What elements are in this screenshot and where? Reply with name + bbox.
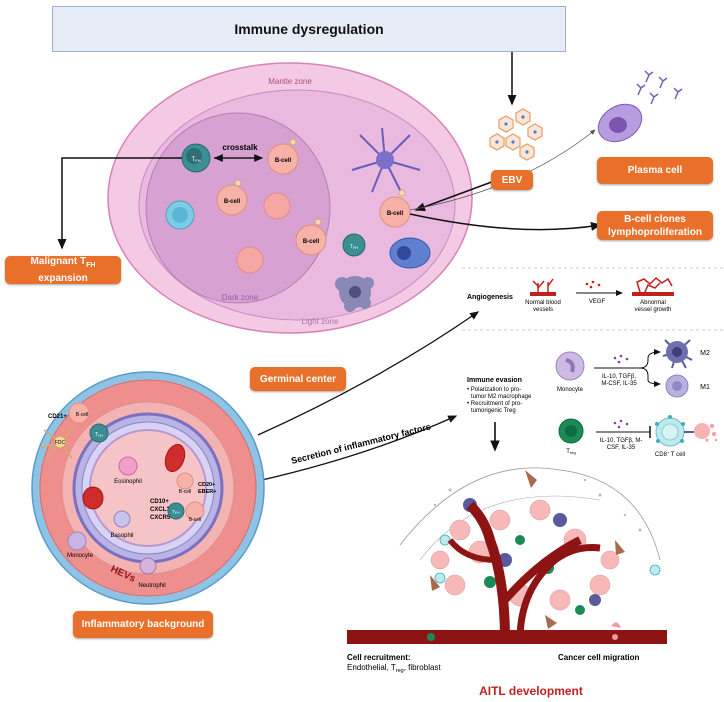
bcell-2 [216,184,248,216]
marker-cxcr5: CXCR5+ [150,515,174,521]
cd21-label: CD21+ [48,414,67,420]
plasma-cell-label: Plasma cell [627,165,683,176]
m2-label: M2 [700,350,710,357]
cell-recruitment-detail: Endothelial, Treg, fibroblast [347,663,441,674]
tfh-label: TFH [191,157,200,163]
arrow-to-immune-evasion [261,415,458,481]
title-text: Immune dysregulation [234,21,384,37]
bcell-1 [267,143,299,175]
dying-tumor-cell [694,423,718,442]
abnormal-vessel-label-2: vessel growth [635,307,672,313]
cd20-label: CD20+ [198,482,215,488]
cd8-label: CD8+ T cell [655,450,685,458]
fdc-label: FDC [55,440,66,446]
vegf-dots [585,280,601,289]
evasion-bullet-2b: tumorigenic Treg [471,408,516,414]
evasion-bullet-2a: • Recruitment of pro- [467,401,522,407]
ebv-box: EBV [491,170,533,190]
abnormal-vessel-icon [636,276,673,293]
marker-cd10: CD10+ [150,499,169,505]
germinal-center-label: Germinal center [259,373,337,385]
neutrophil-label: Neutrophil [138,583,165,589]
m2-macrophage [662,339,693,369]
bcell-light-label: B-cell [387,211,404,217]
light-zone-label: Light zone [302,317,339,326]
monocyte-label: Monocyte [557,387,584,393]
arrow-to-malignant-tfh [57,157,182,250]
ebv-virus-icon [489,108,543,161]
vessel-bcell-1: B-cell [76,412,89,418]
angiogenesis-panel: Angiogenesis Normal blood vessels VEGF A… [467,276,674,313]
bcell-1-label: B-cell [275,158,292,164]
m1-label: M1 [700,384,710,391]
eosinophil-label: Eosinophil [114,479,142,485]
plasma-cell-box: Plasma cell [597,157,713,184]
vessel-bcell-2: B-cell [179,489,192,495]
cell-recruitment-title: Cell recruitment: [347,653,411,662]
main-blood-vessel [347,630,667,644]
bcell-clones-label-2: lymphoproliferation [608,226,702,238]
tfh-2-label: TFH [350,244,359,250]
immune-evasion-panel: Immune evasion • Polarization to pro- tu… [467,339,718,458]
cytokines-2b: CSF, IL-35 [607,445,636,451]
tfh-cell-2 [342,233,366,257]
monocyte-cell [555,351,585,381]
cytokines-1b: M-CSF, IL-35 [601,381,637,387]
inflammatory-background-box: Inflammatory background [73,611,213,638]
eber-label: EBER+ [198,489,217,495]
immune-evasion-title: Immune evasion [467,377,522,384]
dark-zone-label: Dark zone [222,293,259,302]
cytokines-2a: IL-10, TGFβ, M- [600,438,643,444]
crosstalk-label: crosstalk [222,143,258,152]
arrow-ebv-to-bcell [414,179,498,212]
normal-vessel-icon [532,278,554,292]
bcell-light [379,196,411,228]
inflammatory-background-label: Inflammatory background [81,619,205,630]
cytokines-1a: IL-10, TGFβ, [602,374,636,380]
vessel-tfh-label-2: TFH [172,509,180,515]
aitl-development-title: AITL development [479,684,583,698]
arrow-to-angiogenesis [257,311,480,436]
mantle-zone-label: Mantle zone [268,77,312,86]
cd8-t-cell [655,415,685,447]
malignant-tfh-label: Malignant TFH expansion [30,256,96,284]
macrophage [335,276,374,312]
vessel-monocyte-label: Monocyte [67,553,94,559]
ebv-label: EBV [501,174,523,186]
marker-cxcl13: CXCL13+ [150,507,177,513]
normal-vessel-label-1: Normal blood [525,300,561,306]
angiogenesis-title: Angiogenesis [467,294,513,301]
tumor-illustration [347,467,667,644]
vessel-bcell-3: B-cell [189,517,202,523]
cell-pink [263,192,291,220]
arrow-to-bcell-clones [409,213,602,231]
malignant-tfh-box: Malignant TFH expansion [5,256,121,284]
basophil-label: Basophil [110,533,133,539]
treg-label: Treg [566,449,575,455]
normal-vessel-label-2: vessels [533,307,553,313]
bcell-2-label: B-cell [224,199,241,205]
bcell-clones-label-1: B-cell clones [624,213,686,225]
bcell-3 [295,224,327,256]
cancer-migration-label: Cancer cell migration [558,653,639,662]
abnormal-vessel-label-1: Abnormal [640,300,666,306]
evasion-bullet-1b: tumor M2 macrophage [471,394,532,400]
germinal-center-box: Germinal center [250,367,346,391]
vessel-tfh-label: TFH [95,432,103,438]
plasma-cell-icon [597,70,683,143]
hev-vessel: Eosinophil CD10+ CXCL13+ CXCR5+ TFH B-ce… [31,371,265,605]
secretion-label: Secretion of inflammatory factors [290,422,432,466]
germinal-center: Mantle zone Dark zone Light zone TFH cro… [107,62,473,334]
bcell-3-label: B-cell [303,239,320,245]
evasion-bullet-1a: • Polarization to pro- [467,387,521,393]
title-box: Immune dysregulation [52,6,566,52]
vegf-label: VEGF [589,299,606,305]
